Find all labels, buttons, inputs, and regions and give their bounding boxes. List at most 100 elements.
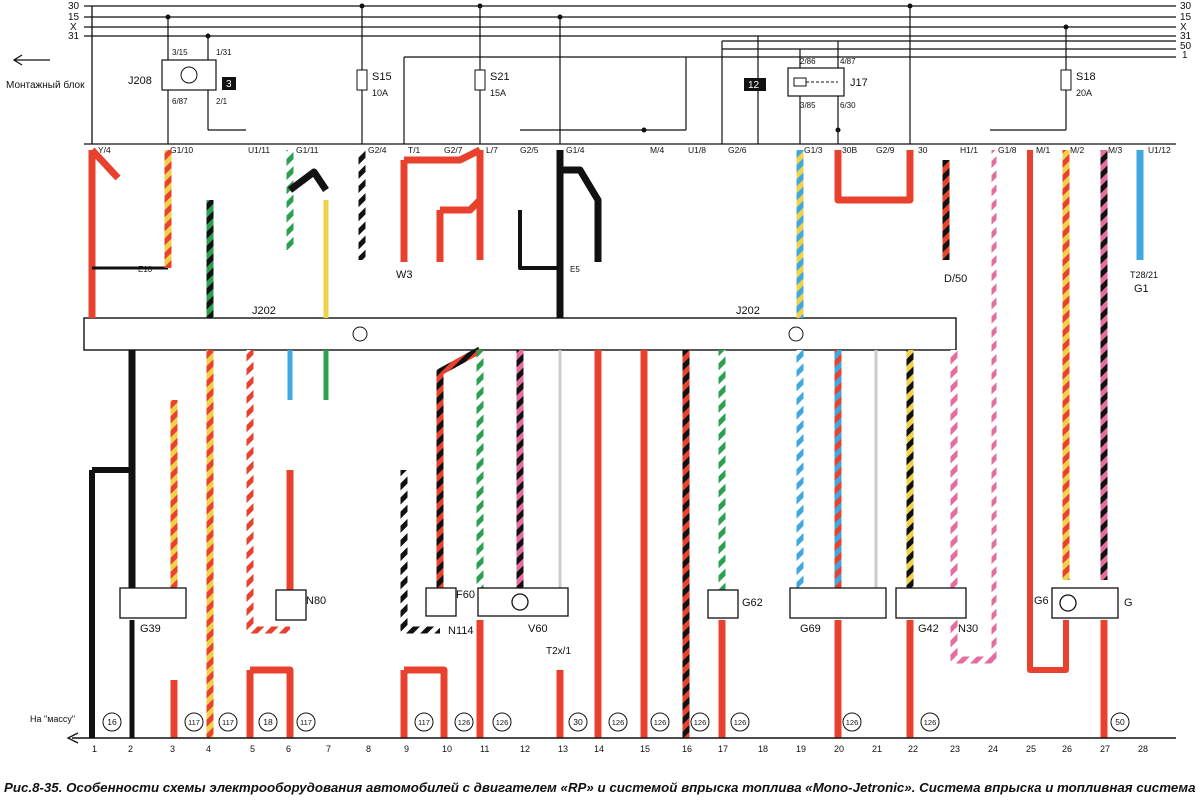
svg-text:U1/11: U1/11 bbox=[248, 145, 270, 155]
bottom-number: 4 bbox=[206, 744, 211, 754]
svg-text:G1/4: G1/4 bbox=[566, 145, 585, 155]
svg-text:6/87: 6/87 bbox=[172, 97, 188, 106]
fuse-s18: S18 20A bbox=[1060, 69, 1096, 98]
svg-text:G42: G42 bbox=[918, 623, 939, 635]
svg-text:G: G bbox=[1124, 597, 1133, 609]
sensor-g39 bbox=[119, 587, 187, 619]
svg-text:30: 30 bbox=[1180, 1, 1192, 12]
svg-text:31: 31 bbox=[1180, 31, 1192, 42]
ground-circle-label: 126 bbox=[654, 718, 667, 727]
bottom-number: 21 bbox=[872, 744, 882, 754]
valve-n80 bbox=[275, 589, 307, 621]
bottom-number: 22 bbox=[908, 744, 918, 754]
svg-text:3/85: 3/85 bbox=[800, 101, 816, 110]
ground-label: На "массу" bbox=[30, 714, 75, 724]
bottom-number: 6 bbox=[286, 744, 291, 754]
j17-label: J17 bbox=[850, 77, 868, 89]
ground-circle-label: 16 bbox=[107, 717, 117, 727]
bottom-number: 26 bbox=[1062, 744, 1072, 754]
ground-circle-label: 126 bbox=[458, 718, 471, 727]
svg-text:2/1: 2/1 bbox=[216, 97, 228, 106]
svg-text:G2/7: G2/7 bbox=[444, 145, 463, 155]
svg-text:E5: E5 bbox=[570, 265, 580, 274]
ground-circle-label: 126 bbox=[734, 718, 747, 727]
arrow-left-icon bbox=[12, 54, 50, 66]
ground-circle-label: 117 bbox=[300, 718, 312, 727]
svg-text:N30: N30 bbox=[958, 623, 978, 635]
ground-circle bbox=[218, 712, 238, 732]
svg-text:D/50: D/50 bbox=[944, 273, 967, 285]
mounting-block-label: Монтажный блок bbox=[6, 79, 85, 91]
svg-text:S18: S18 bbox=[1076, 71, 1096, 83]
ground-circle-label: 18 bbox=[263, 717, 273, 727]
bottom-number: 8 bbox=[366, 744, 371, 754]
svg-text:G1: G1 bbox=[1134, 283, 1149, 295]
svg-text:3/15: 3/15 bbox=[172, 48, 188, 57]
bottom-number: 27 bbox=[1100, 744, 1110, 754]
bottom-number: 23 bbox=[950, 744, 960, 754]
junction-dots bbox=[165, 3, 1069, 133]
bottom-number: 11 bbox=[480, 744, 489, 754]
ground-circle bbox=[650, 712, 670, 732]
svg-text:M/4: M/4 bbox=[650, 145, 664, 155]
ground-circle bbox=[730, 712, 750, 732]
svg-text:10A: 10A bbox=[372, 88, 388, 98]
svg-text:6/30: 6/30 bbox=[840, 101, 856, 110]
bottom-number: 17 bbox=[718, 744, 728, 754]
ground-circle bbox=[690, 712, 710, 732]
lower-wires bbox=[89, 346, 1108, 738]
ground-circle-label: 126 bbox=[496, 718, 509, 727]
j208-badge bbox=[222, 77, 236, 90]
svg-text:G62: G62 bbox=[742, 597, 763, 609]
bottom-number: 5 bbox=[250, 744, 255, 754]
ground-circle-label: 117 bbox=[188, 718, 200, 727]
svg-text:G6: G6 bbox=[1034, 595, 1049, 607]
relay-j17 bbox=[787, 67, 845, 97]
j208-label: J208 bbox=[128, 75, 152, 87]
svg-text:G1/8: G1/8 bbox=[998, 145, 1017, 155]
ground-line bbox=[66, 732, 1176, 744]
relay-j208 bbox=[161, 59, 217, 91]
fuse-s15: S15 10A bbox=[356, 69, 392, 98]
svg-text:15: 15 bbox=[68, 12, 80, 23]
bottom-number: 25 bbox=[1026, 744, 1036, 754]
svg-text:X: X bbox=[70, 22, 77, 33]
ground-circle bbox=[258, 712, 278, 732]
bottom-number: 16 bbox=[682, 744, 692, 754]
svg-text:Y/4: Y/4 bbox=[98, 145, 111, 155]
ground-circle-label: 126 bbox=[694, 718, 707, 727]
j17-badge bbox=[744, 78, 766, 91]
svg-text:3: 3 bbox=[226, 79, 232, 90]
svg-text:W3: W3 bbox=[396, 269, 413, 281]
j202-label-left: J202 bbox=[252, 305, 276, 317]
svg-text:2/86: 2/86 bbox=[800, 57, 816, 66]
ground-circle-label: 126 bbox=[924, 718, 937, 727]
svg-text:H1/1: H1/1 bbox=[960, 145, 978, 155]
sensor-g42-n30 bbox=[895, 587, 967, 619]
bottom-number: 15 bbox=[640, 744, 650, 754]
svg-text:30B: 30B bbox=[842, 145, 857, 155]
svg-text:20A: 20A bbox=[1076, 88, 1092, 98]
svg-text:G1/3: G1/3 bbox=[804, 145, 823, 155]
svg-text:M/3: M/3 bbox=[1108, 145, 1122, 155]
svg-text:15: 15 bbox=[1180, 12, 1192, 23]
svg-text:15A: 15A bbox=[490, 88, 506, 98]
ground-circle bbox=[414, 712, 434, 732]
ground-circle bbox=[184, 712, 204, 732]
svg-text:S15: S15 bbox=[372, 71, 392, 83]
svg-text:L/7: L/7 bbox=[486, 145, 498, 155]
svg-text:T2x/1: T2x/1 bbox=[546, 646, 571, 657]
ground-circle bbox=[492, 712, 512, 732]
svg-text:E10: E10 bbox=[138, 265, 153, 274]
bus-lines bbox=[84, 5, 1176, 58]
ground-circle bbox=[102, 712, 122, 732]
bottom-number: 24 bbox=[988, 744, 998, 754]
ground-circle bbox=[454, 712, 474, 732]
ground-circle-label: 126 bbox=[612, 718, 625, 727]
svg-text:G1/10: G1/10 bbox=[170, 145, 193, 155]
ground-circle bbox=[920, 712, 940, 732]
svg-text:G2/6: G2/6 bbox=[728, 145, 747, 155]
